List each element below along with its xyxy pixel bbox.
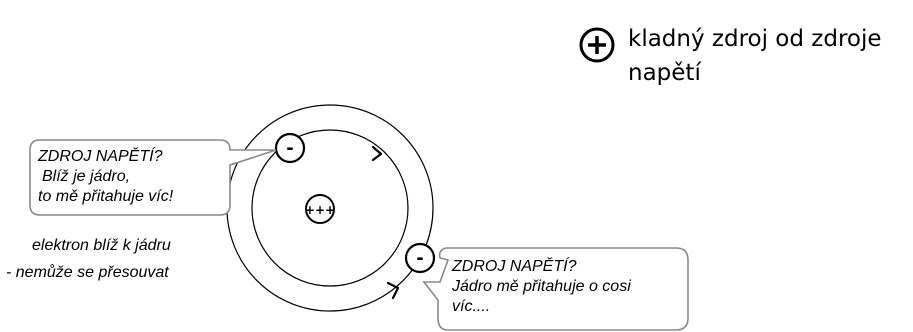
legend-text-line2: napětí [628,60,701,86]
outer-electron: - [404,242,436,274]
inner-electron-charge-label: - [286,138,293,159]
callout-left-bubble [29,139,277,216]
callout-right-bubble [422,247,689,331]
outer-electron-charge-label: - [416,248,423,269]
outer-orbit-arrow-icon [386,281,400,300]
inner-electron: - [274,132,306,164]
callout-right-line2: Jádro mě přitahuje o cosi [452,278,631,295]
callout-right-line3: víc.... [452,298,491,315]
nucleus-charge-label: +++ [305,203,335,217]
legend-text: kladný zdroj od zdroje napětí [628,22,913,90]
nucleus: +++ [305,194,335,224]
callout-left-line2: Blíž je jádro, [42,168,131,185]
callout-right-text: ZDROJ NAPĚTÍ? Jádro mě přitahuje o cosi … [452,257,631,317]
inner-orbit-arrow-icon [371,145,383,162]
callout-left-text: ZDROJ NAPĚTÍ? Blíž je jádro, to mě přita… [38,147,173,207]
callout-right-line1: ZDROJ NAPĚTÍ? [452,258,577,275]
inner-shell [251,129,409,287]
callout-left-line3: to mě přitahuje víc! [38,188,174,205]
positive-source-legend-icon [579,27,615,63]
legend-text-line1: kladný zdroj od zdroje [628,26,882,52]
caption-line1: elektron blíž k jádru [32,237,171,254]
caption-line2: - nemůže se přesouvat [6,264,169,281]
callout-left-line1: ZDROJ NAPĚTÍ? [38,148,163,165]
